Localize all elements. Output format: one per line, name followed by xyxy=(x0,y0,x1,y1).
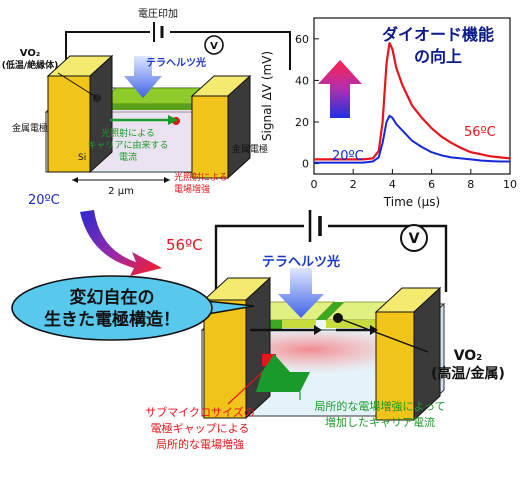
bottom-gap-film xyxy=(316,302,344,320)
callout-line2: 生きた電極構造！ xyxy=(44,309,180,330)
bottom-voltmeter-symbol: V xyxy=(409,231,420,247)
chart-title-line2: の向上 xyxy=(414,47,462,66)
chart-x-tick-label: 0 xyxy=(311,178,318,191)
bottom-left-electrode-side xyxy=(245,276,271,420)
bottom-voltmeter xyxy=(400,224,428,252)
top-current-line3: 電流 xyxy=(119,151,137,163)
bottom-right-electrode-side xyxy=(413,286,441,422)
chart-x-tick-label: 6 xyxy=(428,178,435,191)
bottom-green-line2: 増加したキャリア電流 xyxy=(325,415,435,429)
voltage-label: 電圧印加 xyxy=(138,8,178,20)
top-left-electrode-label: 金属電極 xyxy=(12,122,48,134)
bottom-green-line1: 局所的な電場増強によって xyxy=(314,399,445,413)
bottom-current-arrow-right-head xyxy=(370,325,378,335)
top-voltmeter xyxy=(204,35,224,55)
top-left-electrode-side xyxy=(89,54,113,174)
chart-series-label-low: 20ºC xyxy=(332,149,364,164)
bottom-vo2-leader xyxy=(337,317,429,353)
chart-x-tick-label: 2 xyxy=(350,178,357,191)
gap-arrow-left xyxy=(72,177,78,183)
callout-bubble xyxy=(11,275,213,341)
bottom-vo2-state: (高温/金属) xyxy=(431,365,505,382)
top-thz-arrow xyxy=(124,56,162,98)
chart-x-axis-label: Time (μs) xyxy=(383,195,440,209)
top-vo2-edge xyxy=(98,104,192,110)
chart-x-ticks: 0 2 4 6 8 10 xyxy=(311,169,517,191)
chart-y-tick-label: 40 xyxy=(295,74,309,87)
chart-x-tick-label: 8 xyxy=(467,178,474,191)
top-field-line2: 電場増強 xyxy=(174,183,210,195)
chart-title-line1: ダイオード機能 xyxy=(382,25,494,44)
chart-y-ticks: 0 20 40 60 xyxy=(295,33,319,171)
chart-series-group xyxy=(314,41,511,164)
chart-y-tick-label: 0 xyxy=(302,158,309,171)
bottom-left-electrode-front xyxy=(203,299,247,419)
top-substrate-label: Si xyxy=(78,153,86,163)
top-field-line1: 光照射による xyxy=(174,171,228,183)
callout-line1: 変幻自在の xyxy=(70,287,155,308)
top-thz-label: テラヘルツ光 xyxy=(146,56,206,69)
chart-series-line-high-temp xyxy=(314,41,511,161)
gap-label: 2 μm xyxy=(108,186,134,197)
top-current-arrow-head xyxy=(168,115,178,125)
top-vo2-state: (低温/絶縁体) xyxy=(2,59,59,71)
bottom-circuit-wire xyxy=(214,224,448,300)
top-current-line2: キャリアに由来する xyxy=(87,139,168,151)
chart-x-tick-label: 10 xyxy=(503,178,517,191)
top-right-electrode-label: 金属電極 xyxy=(232,143,268,155)
top-left-electrode-front xyxy=(47,75,91,173)
top-device: 電圧印加 V テラヘルツ光 光照射による キャリアに由来する 電流 xyxy=(2,8,291,197)
top-right-electrode-side xyxy=(227,74,251,180)
chart-series-label-high: 56ºC xyxy=(464,125,496,140)
bottom-battery-gap xyxy=(304,214,328,238)
chart-increase-arrow xyxy=(318,60,362,118)
chart-series-line-low-temp xyxy=(314,114,510,164)
top-current-line1: 光照射による xyxy=(101,127,155,139)
gap-arrow-right xyxy=(164,177,170,183)
chart-y-axis-label: Signal ΔV (mV) xyxy=(260,51,274,141)
top-right-electrode-front xyxy=(191,95,229,179)
bottom-thz-label: テラヘルツ光 xyxy=(262,254,340,270)
top-circuit-wire xyxy=(65,31,291,70)
bottom-red-line3: 局所的な電場増強 xyxy=(156,437,244,451)
bottom-current-leader-arrow xyxy=(256,354,310,392)
top-field-glow xyxy=(96,110,194,170)
top-voltmeter-symbol: V xyxy=(210,41,218,52)
top-vo2-leader xyxy=(57,72,97,98)
bottom-thz-arrow xyxy=(278,268,324,318)
bottom-vo2-label: VO₂ xyxy=(454,348,483,364)
bottom-vo2-right-edge xyxy=(326,320,376,328)
bottom-red-line1: サブマイクロサイズの xyxy=(145,405,254,419)
chart-x-tick-label: 4 xyxy=(389,178,396,191)
signal-chart: 0 20 40 60 0 2 4 6 8 10 Signal ΔV (mV) Time (μs)… xyxy=(260,17,517,209)
chart-y-tick-label: 20 xyxy=(295,116,309,129)
temp-high-label: 56ºC xyxy=(166,236,203,254)
bottom-red-line2: 電極ギャップによる xyxy=(151,421,250,435)
callout: 変幻自在の 生きた電極構造！ xyxy=(11,275,255,341)
bottom-gap-front xyxy=(268,320,282,330)
temp-low-label: 20ºC xyxy=(28,193,60,208)
top-vo2-label: VO₂ xyxy=(20,48,40,59)
chart-y-tick-label: 60 xyxy=(295,33,309,46)
temperature-transition-arrow xyxy=(80,210,162,276)
bottom-current-arrow-left-head xyxy=(314,325,322,335)
bottom-device: V xyxy=(200,210,448,422)
top-vo2-marker-dot xyxy=(93,94,101,102)
